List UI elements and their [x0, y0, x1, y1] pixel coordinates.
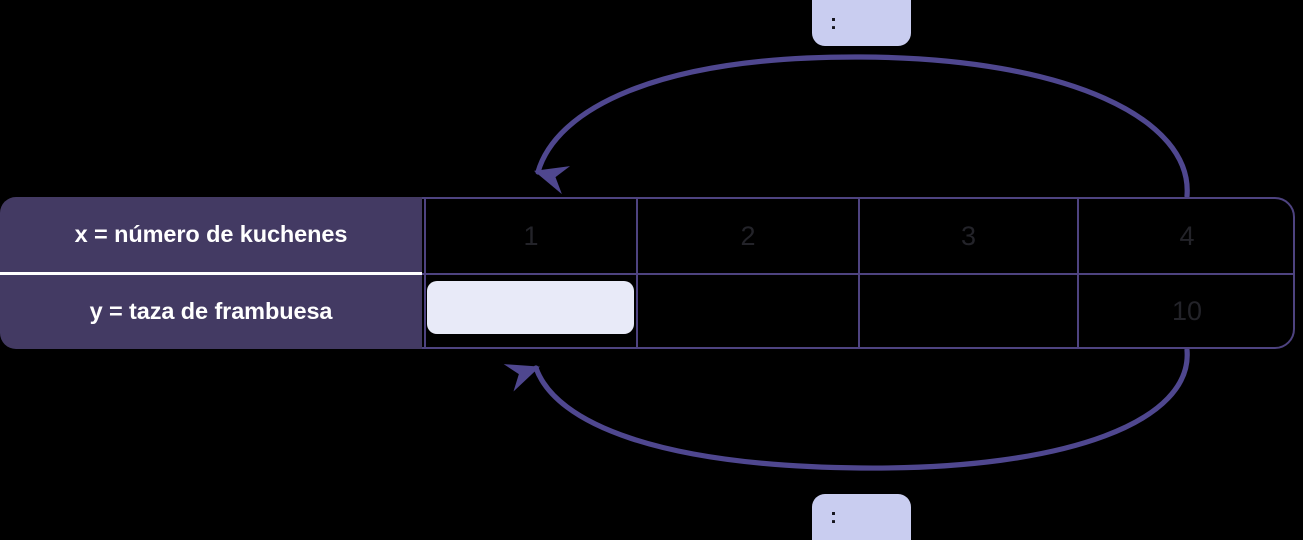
- cell-x-1: 1: [424, 199, 636, 273]
- cell-x-4: 4: [1077, 199, 1295, 273]
- arrow-bottom-path: [503, 347, 1190, 471]
- row-label-y: y = taza de frambuesa: [89, 298, 333, 325]
- badge-top-glyph: :: [830, 10, 837, 34]
- badge-bottom[interactable]: :: [812, 494, 911, 540]
- answer-input[interactable]: [427, 281, 634, 334]
- table-grid: 1 2 3 4 10: [0, 197, 1295, 349]
- cell-y-3: [858, 273, 1077, 347]
- arrow-top-path: [534, 54, 1190, 199]
- relation-table: 1 2 3 4 10 x = número de kuchenes y = ta…: [0, 197, 1295, 349]
- cell-y-1: [424, 273, 636, 347]
- row-label-divider: [0, 271, 422, 275]
- cell-y-2: [636, 273, 858, 347]
- badge-bottom-glyph: :: [830, 504, 837, 528]
- row-labels: x = número de kuchenes y = taza de framb…: [0, 197, 422, 349]
- badge-top[interactable]: :: [812, 0, 911, 46]
- cell-y-4: 10: [1077, 273, 1295, 347]
- cell-x-3: 3: [858, 199, 1077, 273]
- cell-x-2: 2: [636, 199, 858, 273]
- row-label-x: x = número de kuchenes: [74, 220, 348, 247]
